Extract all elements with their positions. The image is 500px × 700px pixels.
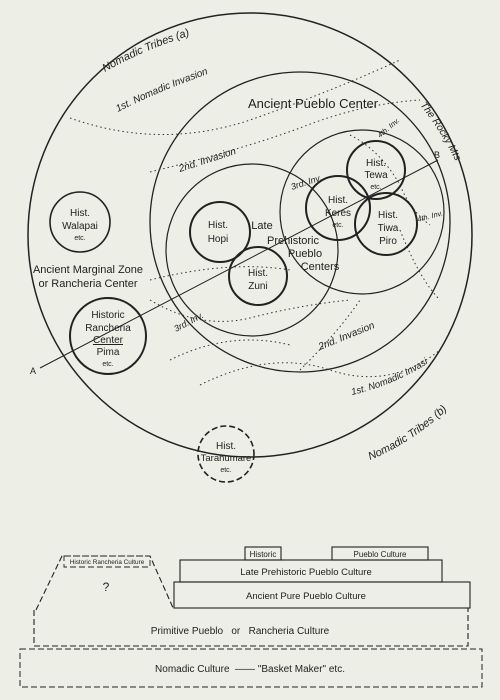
hist-tewa-label: Hist. Tewa etc. — [364, 158, 388, 191]
svg-text:Historic: Historic — [91, 310, 124, 321]
point-a: A — [30, 366, 36, 376]
invasion-line-5 — [349, 134, 431, 226]
svg-text:Tarahumare: Tarahumare — [201, 453, 252, 464]
hist-hopi-label: Hist. Hopi — [208, 220, 229, 245]
hist-keres-circle — [305, 175, 371, 241]
point-b: B — [434, 150, 440, 160]
stratum-nomadic-label: Nomadic Culture —— "Basket Maker" etc. — [155, 664, 345, 675]
svg-text:or Rancheria Center: or Rancheria Center — [38, 278, 137, 290]
svg-text:Rancheria: Rancheria — [85, 323, 131, 334]
invasion-line-1 — [69, 59, 401, 135]
svg-text:Late: Late — [251, 220, 272, 232]
hist-zuni-circle — [228, 246, 288, 306]
svg-text:Hist.: Hist. — [208, 220, 228, 231]
svg-text:Keres: Keres — [325, 208, 351, 219]
stratum-nomadic-box — [19, 648, 483, 688]
ancient-pueblo-center-label: Ancient Pueblo Center — [248, 96, 379, 111]
svg-text:etc.: etc. — [102, 361, 113, 368]
svg-text:Ancient Marginal Zone: Ancient Marginal Zone — [33, 264, 143, 276]
rio-grande-circle — [279, 129, 445, 295]
svg-text:Zuni: Zuni — [248, 281, 267, 292]
invasion-line-8 — [169, 339, 291, 361]
stratum-primitive-box — [33, 608, 469, 647]
late-prehistoric-circle — [165, 163, 339, 337]
hist-keres-label: Hist. Keres etc. — [325, 195, 351, 229]
invasion-line-3 — [149, 299, 351, 322]
stratum-ancient-pure-box — [173, 581, 471, 609]
svg-text:Hist.: Hist. — [366, 158, 386, 169]
nomadic-tribes-b-label: Nomadic Tribes (b) — [366, 403, 449, 463]
ancient-marginal-zone-label: Ancient Marginal Zone or Rancheria Cente… — [33, 264, 143, 290]
svg-text:Pima: Pima — [97, 347, 120, 358]
hist-walapai-circle — [49, 191, 111, 253]
hist-walapai-label: Hist. Walapai etc. — [62, 208, 98, 242]
svg-text:Prehistoric: Prehistoric — [267, 235, 319, 247]
stratum-historic-label: Historic — [250, 550, 277, 559]
stratum-question-mark: ? — [103, 580, 110, 594]
svg-text:Hist.: Hist. — [70, 208, 90, 219]
stratum-historic-rancheria-box — [63, 555, 151, 568]
fourth-inv-top-label: 4th. Inv. — [376, 116, 402, 140]
svg-text:Tewa: Tewa — [364, 170, 388, 181]
svg-text:Tiwa: Tiwa — [378, 223, 399, 234]
hist-hopi-circle — [189, 201, 251, 263]
hist-tiwa-circle — [354, 192, 418, 256]
second-invasion-top-label: 2nd. Invasion — [177, 146, 238, 175]
svg-text:etc.: etc. — [370, 184, 381, 191]
svg-text:Hopi: Hopi — [208, 234, 229, 245]
fourth-inv-right-label: 4th. Inv. — [416, 208, 444, 223]
svg-text:Center: Center — [93, 335, 124, 346]
hist-rancheria-label: Historic Rancheria Center Pima etc. — [85, 310, 131, 368]
svg-text:Hist.: Hist. — [216, 441, 236, 452]
rocky-mts-label: The Rocky Mts. — [0, 0, 463, 163]
nomadic-tribes-a-label: Nomadic Tribes (a) — [100, 27, 191, 75]
stratum-pueblo-culture-label: Pueblo Culture — [354, 550, 407, 559]
hist-tiwa-label: Hist. Tiwa Piro — [378, 210, 399, 247]
svg-text:etc.: etc. — [74, 235, 85, 242]
culture-strata: Historic Pueblo Culture Late Prehistoric… — [19, 546, 483, 688]
stratum-primitive-label: Primitive Pueblo or Rancheria Culture — [151, 626, 330, 637]
stratum-historic-rancheria-label: Historic Rancheria Culture — [70, 559, 145, 566]
hist-tewa-circle — [346, 140, 406, 200]
svg-text:Hist.: Hist. — [328, 195, 348, 206]
outer-circle — [27, 12, 473, 458]
stratum-late-prehistoric-label: Late Prehistoric Pueblo Culture — [240, 567, 372, 578]
invasion-line-6 — [399, 229, 441, 301]
first-nomadic-invasion-bottom-label: 1st. Nomadic Invasion — [0, 0, 431, 398]
first-nomadic-invasion-top-label: 1st. Nomadic Invasion — [114, 66, 210, 115]
svg-text:Walapai: Walapai — [62, 221, 98, 232]
third-inv-bottom-label: 3rd. Inv. — [172, 310, 205, 334]
svg-text:Pueblo: Pueblo — [288, 248, 322, 260]
hist-rancheria-circle — [69, 297, 147, 375]
ancient-pueblo-circle — [149, 71, 451, 373]
hist-tarahumare-circle — [197, 425, 255, 483]
late-prehistoric-pueblo-centers-label: Late Prehistoric Pueblo Centers — [251, 220, 339, 273]
svg-text:Piro: Piro — [379, 236, 397, 247]
svg-text:etc.: etc. — [220, 467, 231, 474]
svg-text:etc.: etc. — [332, 222, 343, 229]
svg-text:Centers: Centers — [301, 261, 340, 273]
hist-tarahumare-label: Hist. Tarahumare etc. — [201, 441, 252, 474]
invasion-line-4 — [149, 266, 291, 281]
second-invasion-bottom-label: 2nd. Invasion — [316, 320, 377, 353]
svg-text:Hist.: Hist. — [248, 268, 268, 279]
hist-zuni-label: Hist. Zuni — [248, 268, 268, 292]
svg-text:Hist.: Hist. — [378, 210, 398, 221]
axis-line-a-b — [39, 159, 439, 369]
stratum-ancient-pure-label: Ancient Pure Pueblo Culture — [246, 591, 366, 602]
